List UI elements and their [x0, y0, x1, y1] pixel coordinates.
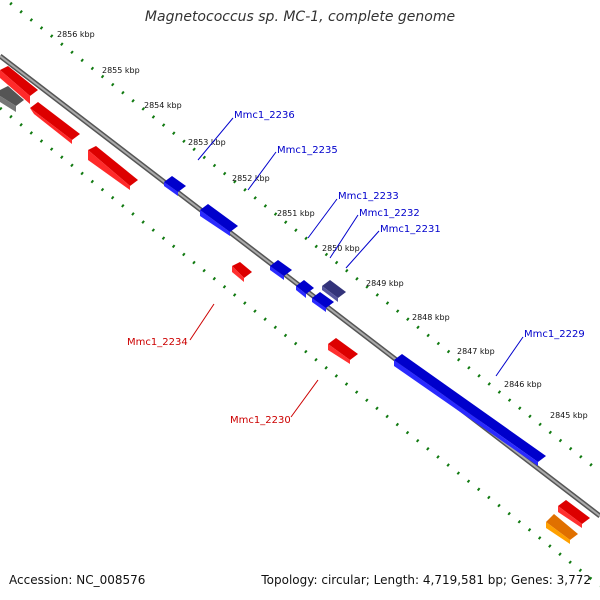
page-title: Magnetococcus sp. MC-1, complete genome — [144, 9, 456, 25]
scale-tick-label: 2849 kbp — [366, 279, 404, 288]
gene-label-mmc1-2232[interactable]: Mmc1_2232 — [359, 208, 420, 219]
gene-feature-reverse[interactable] — [328, 338, 358, 364]
inner-track-features — [164, 176, 546, 466]
gene-feature-forward[interactable] — [270, 260, 292, 280]
scale-tick-label: 2853 kbp — [188, 138, 226, 147]
accession-text: Accession: NC_008576 — [9, 573, 146, 587]
gene-feature-forward[interactable] — [312, 292, 334, 312]
gene-label-mmc1-2229[interactable]: Mmc1_2229 — [524, 329, 585, 340]
scale-tick-label: 2848 kbp — [412, 313, 450, 322]
scale-tick-label: 2856 kbp — [57, 30, 95, 39]
scale-tick-label: 2852 kbp — [232, 174, 270, 183]
scale-tick-label: 2850 kbp — [322, 244, 360, 253]
scale-tick-label: 2855 kbp — [102, 66, 140, 75]
scale-tick-label: 2854 kbp — [144, 101, 182, 110]
gene-feature-other[interactable] — [546, 514, 578, 544]
gene-feature-forward[interactable] — [164, 176, 186, 196]
gene-feature-forward[interactable] — [394, 354, 546, 466]
scale-tick-label: 2847 kbp — [457, 347, 495, 356]
gene-feature-highlight[interactable] — [322, 280, 346, 302]
gene-feature-reverse[interactable] — [30, 102, 80, 144]
gene-feature-reverse[interactable] — [0, 66, 38, 104]
gene-label-mmc1-2231[interactable]: Mmc1_2231 — [380, 224, 441, 235]
gene-label-mmc1-2233[interactable]: Mmc1_2233 — [338, 191, 399, 202]
gene-label-mmc1-2235[interactable]: Mmc1_2235 — [277, 145, 338, 156]
scale-tick-label: 2846 kbp — [504, 380, 542, 389]
scale-line-inner — [0, 106, 600, 588]
gene-feature-reverse[interactable] — [232, 262, 252, 282]
gene-label-mmc1-2230[interactable]: Mmc1_2230 — [230, 415, 291, 426]
gene-feature-pseudo[interactable] — [0, 86, 24, 112]
gene-labels: Mmc1_2236 Mmc1_2235 Mmc1_2233 Mmc1_2232 … — [127, 110, 585, 426]
gene-label-leaders — [189, 117, 524, 418]
gene-feature-forward[interactable] — [200, 204, 238, 236]
outer-track-features — [0, 66, 590, 544]
gene-feature-reverse[interactable] — [88, 146, 138, 190]
gene-feature-forward[interactable] — [296, 280, 314, 298]
gene-label-mmc1-2234[interactable]: Mmc1_2234 — [127, 337, 188, 348]
scale-tick-labels: 2856 kbp 2855 kbp 2854 kbp 2853 kbp 2852… — [57, 30, 588, 420]
genome-stats-text: Topology: circular; Length: 4,719,581 bp… — [261, 573, 591, 587]
gene-feature-reverse[interactable] — [558, 500, 590, 528]
scale-line-outer — [3, 0, 600, 474]
gene-label-mmc1-2236[interactable]: Mmc1_2236 — [234, 110, 295, 121]
scale-tick-label: 2851 kbp — [277, 209, 315, 218]
scale-tick-label: 2845 kbp — [550, 411, 588, 420]
